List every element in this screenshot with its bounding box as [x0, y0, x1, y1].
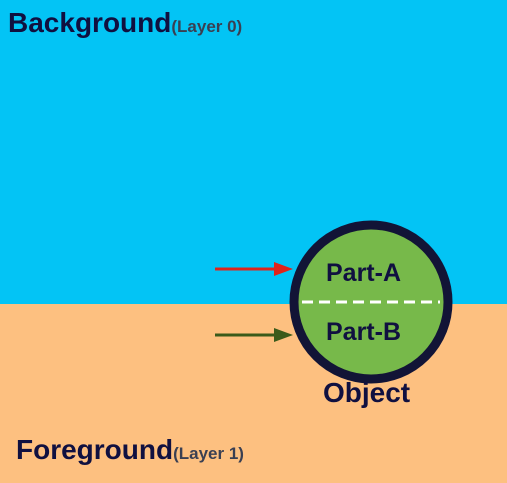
background-title: Background(Layer 0)	[8, 7, 242, 39]
part-a-arrow-icon	[215, 262, 293, 276]
foreground-layer-label: (Layer 1)	[173, 444, 244, 463]
part-a-label: Part-A	[326, 259, 402, 287]
part-b-label: Part-B	[326, 318, 402, 346]
part-b-arrow-icon	[215, 328, 293, 342]
object-label: Object	[323, 377, 411, 408]
background-layer-label: (Layer 0)	[171, 17, 243, 36]
foreground-label: Foreground	[16, 434, 174, 465]
foreground-title: Foreground(Layer 1)	[16, 434, 244, 466]
background-label: Background	[8, 7, 172, 38]
